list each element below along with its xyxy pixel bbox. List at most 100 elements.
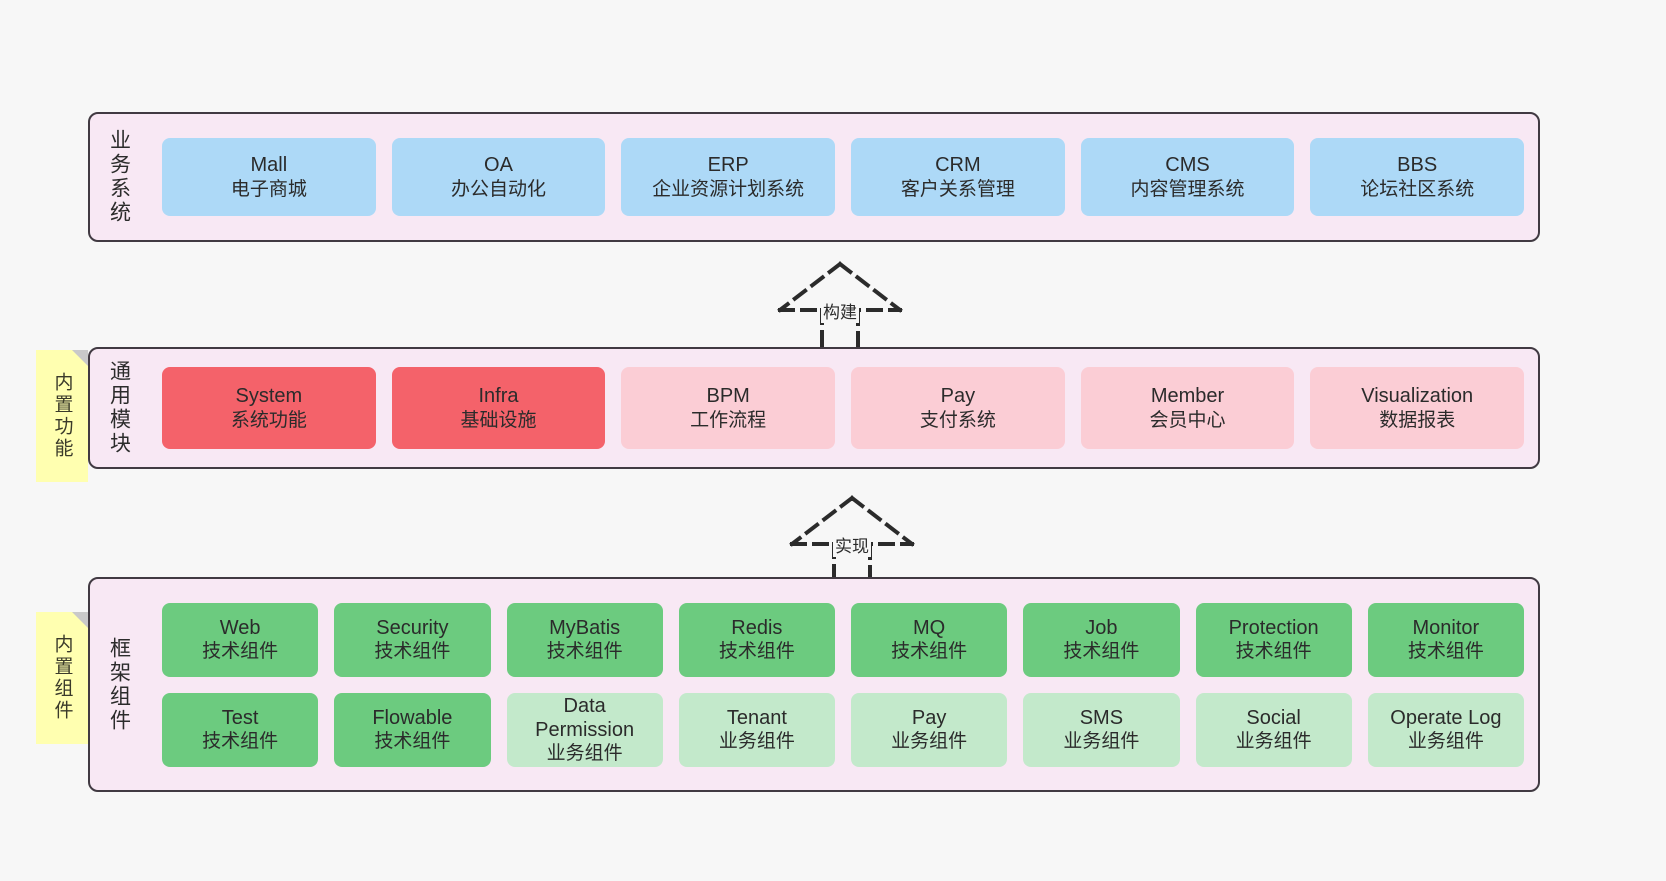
component-box-subtitle: 系统功能 (230, 409, 307, 431)
component-box-subtitle: 内容管理系统 (1130, 178, 1245, 200)
component-box-title: CMS (1165, 154, 1210, 177)
component-box-subtitle: 技术组件 (374, 641, 451, 663)
component-box-title: Test (221, 706, 259, 729)
component-box-subtitle: 电子商城 (230, 178, 307, 200)
component-box-subtitle: 会员中心 (1149, 409, 1226, 431)
component-box-title: Social (1246, 706, 1301, 729)
component-box-title: Protection (1228, 616, 1319, 639)
component-box-subtitle: 业务组件 (891, 731, 968, 753)
component-box-title: Operate Log (1390, 706, 1502, 729)
component-box-title: OA (484, 154, 513, 177)
component-box-title: Monitor (1412, 616, 1480, 639)
component-box-subtitle: 业务组件 (546, 743, 623, 765)
component-box-subtitle: 工作流程 (690, 409, 767, 431)
component-box-subtitle: 支付系统 (919, 409, 996, 431)
note-fold-corner-icon (72, 350, 88, 366)
generalization-arrow-build-glyph (777, 261, 903, 356)
note-builtin-functions: 内置功能 (36, 350, 88, 482)
note-builtin-components: 内置组件 (36, 612, 88, 744)
note-builtin-functions-label: 内置功能 (51, 372, 73, 460)
component-box-title: Security (376, 616, 449, 639)
component-box-title: Tenant (726, 706, 787, 729)
component-box-subtitle: 客户关系管理 (900, 178, 1015, 200)
component-box-subtitle: 基础设施 (460, 409, 537, 431)
component-box-title: Mall (250, 154, 288, 177)
component-box-title: System (235, 385, 303, 408)
component-box-subtitle: 业务组件 (1063, 731, 1140, 753)
component-box-subtitle: 数据报表 (1379, 409, 1456, 431)
component-box-title: Pay (911, 706, 947, 729)
component-box-subtitle: 业务组件 (1235, 731, 1312, 753)
component-box-subtitle: 技术组件 (891, 641, 968, 663)
component-box-subtitle: 技术组件 (202, 641, 279, 663)
layer-title-modules: 通用模块 (107, 360, 131, 456)
component-box-title: Redis (731, 616, 783, 639)
component-box-subtitle: 技术组件 (1407, 641, 1484, 663)
component-box-subtitle: 办公自动化 (451, 178, 547, 200)
component-box-title: Flowable (372, 706, 453, 729)
component-box-title: SMS (1079, 706, 1124, 729)
component-box-subtitle: 技术组件 (718, 641, 795, 663)
connector-build-arrow: 构建 (760, 258, 920, 358)
component-box-title: MQ (913, 616, 946, 639)
component-box-subtitle: 论坛社区系统 (1360, 178, 1475, 200)
component-box-subtitle: 技术组件 (1235, 641, 1312, 663)
component-box-title: Pay (940, 385, 976, 408)
component-box-subtitle: 技术组件 (374, 731, 451, 753)
generalization-arrow-implement-glyph (789, 495, 915, 590)
component-box-subtitle: 业务组件 (1407, 731, 1484, 753)
component-box-subtitle: 技术组件 (546, 641, 623, 663)
component-box-title: BPM (706, 385, 750, 408)
component-box-title: CRM (935, 154, 981, 177)
component-box-title: MyBatis (549, 616, 621, 639)
component-box-subtitle: 企业资源计划系统 (652, 178, 805, 200)
component-box-title: Visualization (1361, 385, 1474, 408)
component-box-title: Data Permission (535, 694, 635, 741)
component-box-title: ERP (707, 154, 749, 177)
component-box-title: Member (1150, 385, 1225, 408)
connector-implement-arrow: 实现 (772, 492, 932, 592)
component-box-subtitle: 业务组件 (718, 731, 795, 753)
layer-title-business: 业务系统 (107, 129, 131, 225)
connector-build-label: 构建 (821, 298, 859, 323)
component-box-title: Job (1085, 616, 1118, 639)
layer-title-framework: 框架组件 (107, 636, 131, 733)
